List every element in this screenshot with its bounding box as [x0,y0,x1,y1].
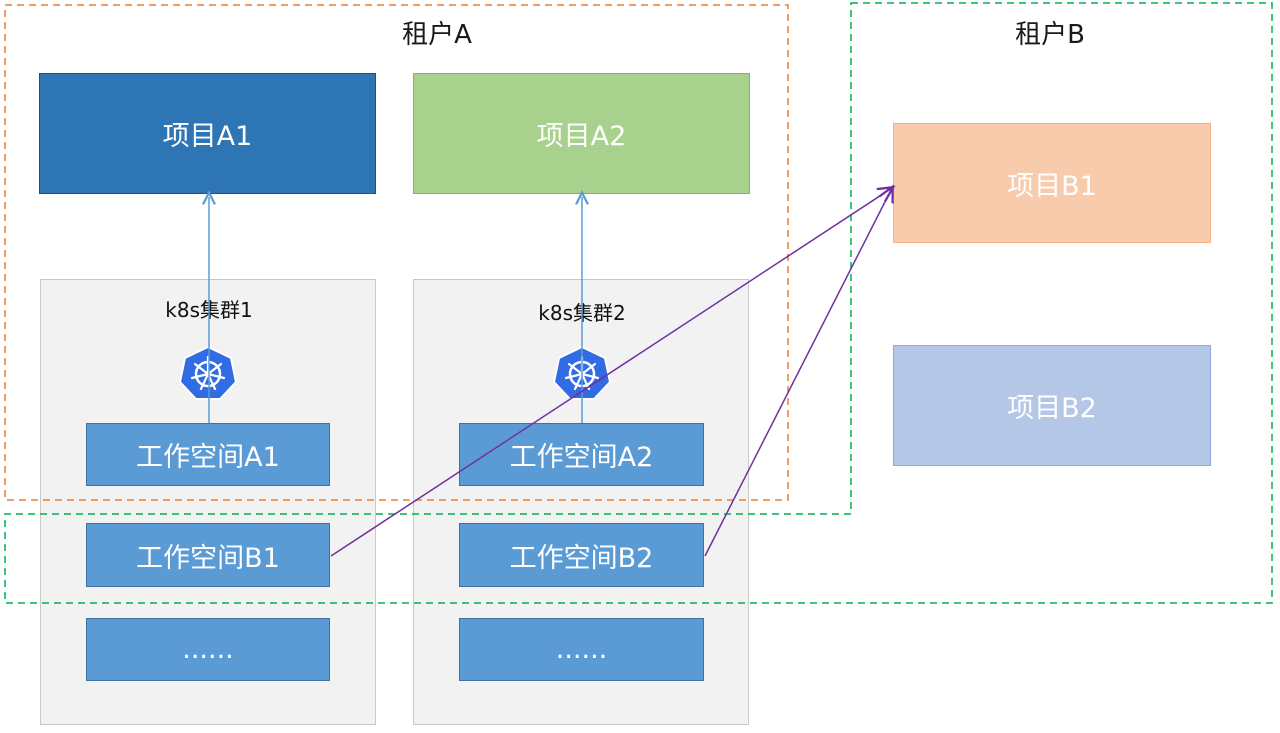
project-a2: 项目A2 [413,73,750,194]
workspace-b1: 工作空间B1 [86,523,330,587]
workspace-a1: 工作空间A1 [86,423,330,486]
project-b2: 项目B2 [893,345,1211,466]
kubernetes-icon [177,345,239,401]
tenant-a-label: 租户A [402,20,472,50]
kubernetes-icon [551,345,613,401]
workspace-b2: 工作空间B2 [459,523,704,587]
cluster-1-label: k8s集群1 [165,298,253,322]
project-b1: 项目B1 [893,123,1211,243]
workspace-more-2: ...... [459,618,704,681]
workspace-a2: 工作空间A2 [459,423,704,486]
cluster-2-label: k8s集群2 [538,301,626,325]
project-a1: 项目A1 [39,73,376,194]
tenant-b-label: 租户B [1015,20,1085,50]
workspace-more-1: ...... [86,618,330,681]
